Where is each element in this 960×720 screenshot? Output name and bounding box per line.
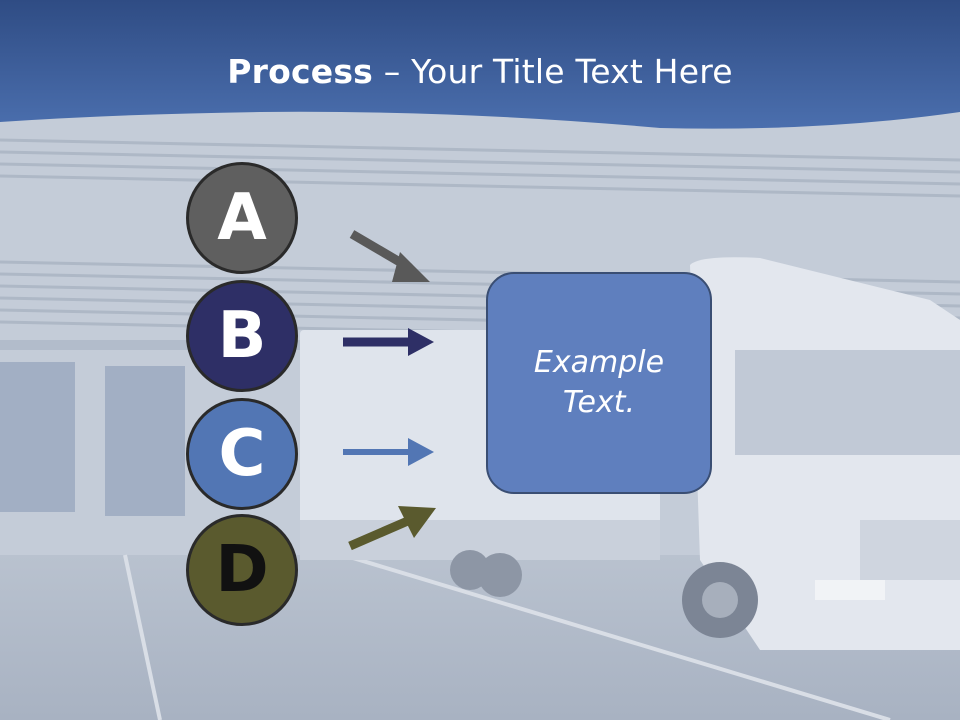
step-b-circle[interactable]: B (186, 280, 298, 392)
step-a-circle[interactable]: A (186, 162, 298, 274)
page-title: Process – Your Title Text Here (227, 52, 733, 91)
example-text-box[interactable]: Example Text. (486, 272, 712, 494)
arrow-a (349, 230, 430, 282)
step-c-circle[interactable]: C (186, 398, 298, 510)
arrow-b (343, 328, 434, 356)
arrow-c (343, 438, 434, 466)
step-d-circle[interactable]: D (186, 514, 298, 626)
arrow-d (348, 506, 436, 551)
